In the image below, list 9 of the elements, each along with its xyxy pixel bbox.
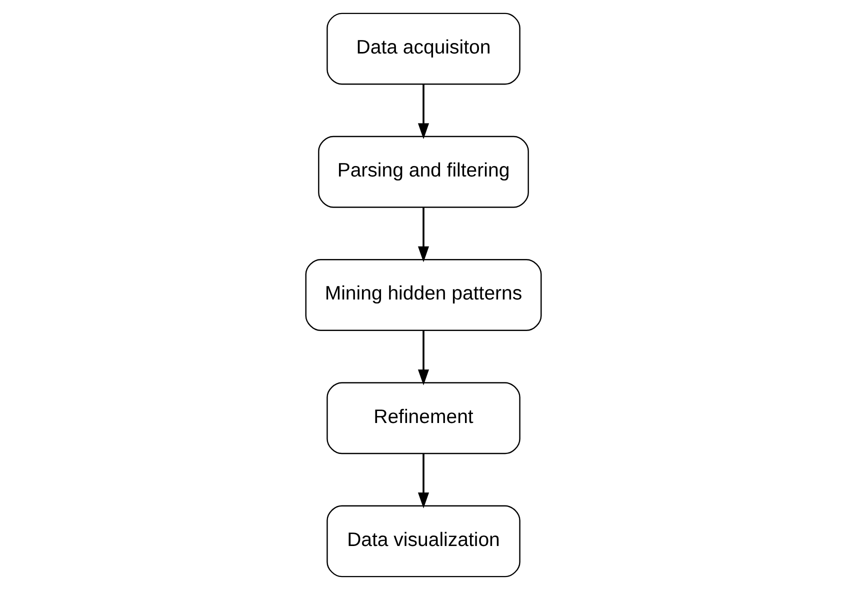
node-box: Refinement	[326, 382, 520, 454]
arrow	[417, 330, 429, 386]
arrow	[417, 207, 429, 262]
node-box: Data acquisiton	[326, 12, 520, 85]
arrow	[417, 84, 429, 140]
arrow	[417, 454, 429, 508]
node-box: Data visualization	[326, 505, 520, 578]
node-box: Mining hidden patterns	[304, 259, 542, 331]
node-box: Parsing and filtering	[318, 136, 528, 208]
